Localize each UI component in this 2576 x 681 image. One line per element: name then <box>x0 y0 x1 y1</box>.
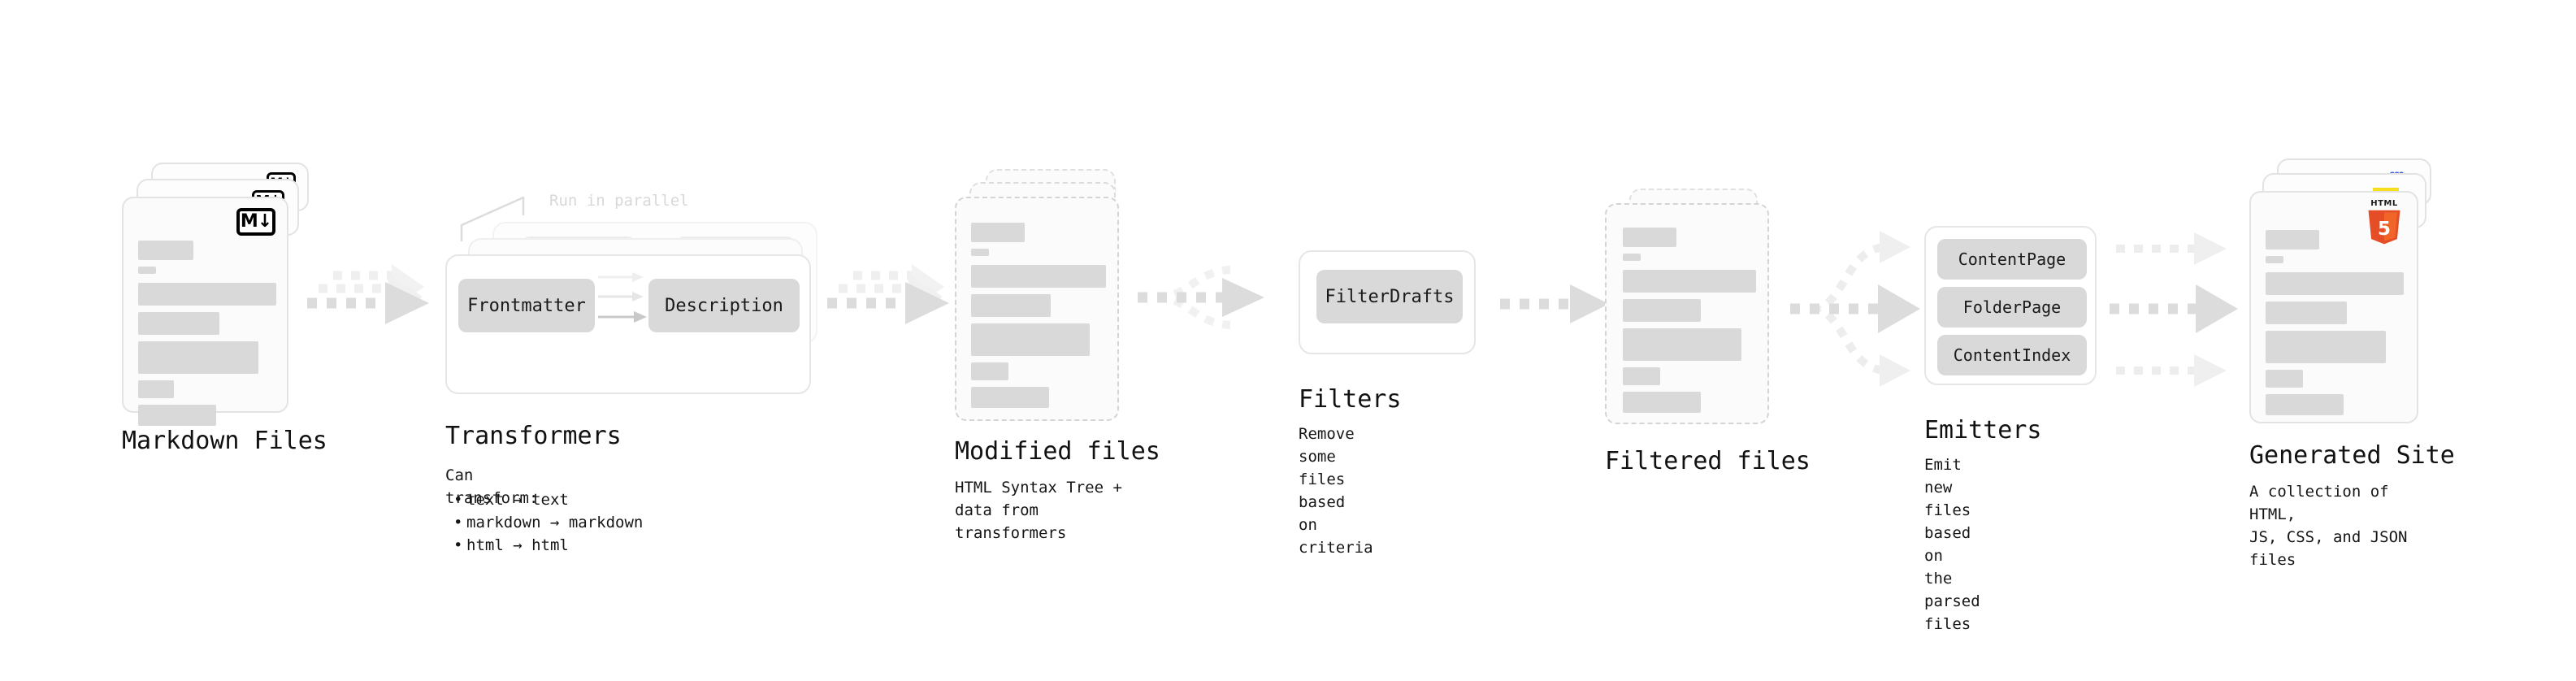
skeleton-line <box>1623 328 1741 361</box>
filtered-card-front <box>1605 203 1769 424</box>
skeleton-line <box>2266 230 2319 249</box>
stage-description: Emit new files based on the parsed files <box>1924 456 1980 633</box>
skeleton-line <box>138 380 174 398</box>
skeleton-line <box>138 341 258 374</box>
skeleton-line <box>1623 254 1641 261</box>
pill-contentindex[interactable]: ContentIndex <box>1937 335 2087 375</box>
svg-text:5: 5 <box>2378 219 2391 240</box>
skeleton-line <box>971 249 989 256</box>
markdown-card-stack: M↓ M↓ M↓ <box>122 163 309 426</box>
html5-icon: HTML 5 <box>2363 199 2405 246</box>
skeleton-line <box>971 387 1049 408</box>
skeleton-line <box>971 294 1051 317</box>
stage-description: Can transform: <box>445 466 539 507</box>
stage-modified-files: Modified files HTML Syntax Tree + data f… <box>955 169 1160 542</box>
skeleton-line <box>138 312 219 335</box>
transformer-inner-arrows <box>598 272 647 323</box>
stage-title: Modified files <box>955 437 1160 466</box>
skeleton-line <box>971 265 1106 288</box>
skeleton-line <box>2266 256 2283 263</box>
transformer-bullet-list: •text → text •markdown → markdown •html … <box>453 488 643 557</box>
skeleton-line <box>138 267 156 274</box>
connector-emitters-to-site <box>2110 232 2238 387</box>
stage-title: Emitters <box>1924 416 2042 445</box>
site-card-stack: CSS HTML 5 <box>2249 158 2440 427</box>
connector-markdown-to-transformers <box>307 264 429 324</box>
skeleton-line <box>138 283 276 306</box>
connector-filters-to-filtered <box>1500 284 1609 323</box>
skeleton-line <box>2266 370 2303 388</box>
stage-title: Filters <box>1299 385 1402 414</box>
skeleton-line <box>1623 228 1676 247</box>
skeleton-line <box>2266 394 2344 415</box>
skeleton-line <box>1623 270 1756 293</box>
site-card-html: HTML 5 <box>2249 191 2418 423</box>
skeleton-line <box>2266 272 2404 295</box>
pill-filterdrafts[interactable]: FilterDrafts <box>1316 270 1463 323</box>
skeleton-line <box>138 405 216 426</box>
list-item: •markdown → markdown <box>453 514 644 531</box>
stage-title: Transformers <box>445 422 622 450</box>
pill-contentpage[interactable]: ContentPage <box>1937 239 2087 280</box>
skeleton-line <box>971 362 1008 380</box>
skeleton-line <box>1623 367 1660 385</box>
connector-modified-to-filters <box>1138 266 1264 329</box>
list-item: •html → html <box>453 536 569 554</box>
skeleton-line <box>2266 301 2347 324</box>
skeleton-line <box>1623 299 1701 322</box>
stage-markdown-files: M↓ M↓ M↓ Markdown Files <box>122 163 327 455</box>
modified-card-front <box>955 197 1119 421</box>
markdown-card-front: M↓ <box>122 197 288 426</box>
skeleton-line <box>1623 392 1701 413</box>
stage-title: Markdown Files <box>122 427 327 455</box>
pill-description[interactable]: Description <box>648 279 800 332</box>
emitters-box: ContentPage FolderPage ContentIndex <box>1924 226 2097 385</box>
stage-description: A collection of HTML, JS, CSS, and JSON … <box>2249 483 2408 569</box>
run-in-parallel-label: Run in parallel <box>549 192 689 210</box>
skeleton-line <box>971 223 1025 242</box>
pill-folderpage[interactable]: FolderPage <box>1937 287 2087 327</box>
stage-generated-site: CSS HTML 5 <box>2249 158 2455 569</box>
pill-frontmatter[interactable]: Frontmatter <box>458 279 595 332</box>
run-in-parallel-bracket <box>460 196 525 241</box>
stage-filtered-files: Filtered files <box>1605 189 1811 475</box>
skeleton-line <box>138 241 193 260</box>
skeleton-line <box>2266 331 2386 363</box>
filtered-card-stack <box>1605 189 1780 432</box>
stage-description: HTML Syntax Tree + data from transformer… <box>955 479 1122 542</box>
list-item: •text → text <box>453 491 569 509</box>
connector-filtered-to-emitters <box>1790 231 1920 387</box>
skeleton-line <box>971 323 1090 356</box>
markdown-icon: M↓ <box>236 208 275 236</box>
stage-title: Filtered files <box>1605 447 1811 475</box>
modified-card-stack <box>955 169 1134 429</box>
filters-box: FilterDrafts <box>1299 250 1476 354</box>
stage-title: Generated Site <box>2249 441 2455 470</box>
connector-transformers-to-modified <box>827 264 949 324</box>
stage-description: Remove some files based on criteria <box>1299 425 1373 557</box>
